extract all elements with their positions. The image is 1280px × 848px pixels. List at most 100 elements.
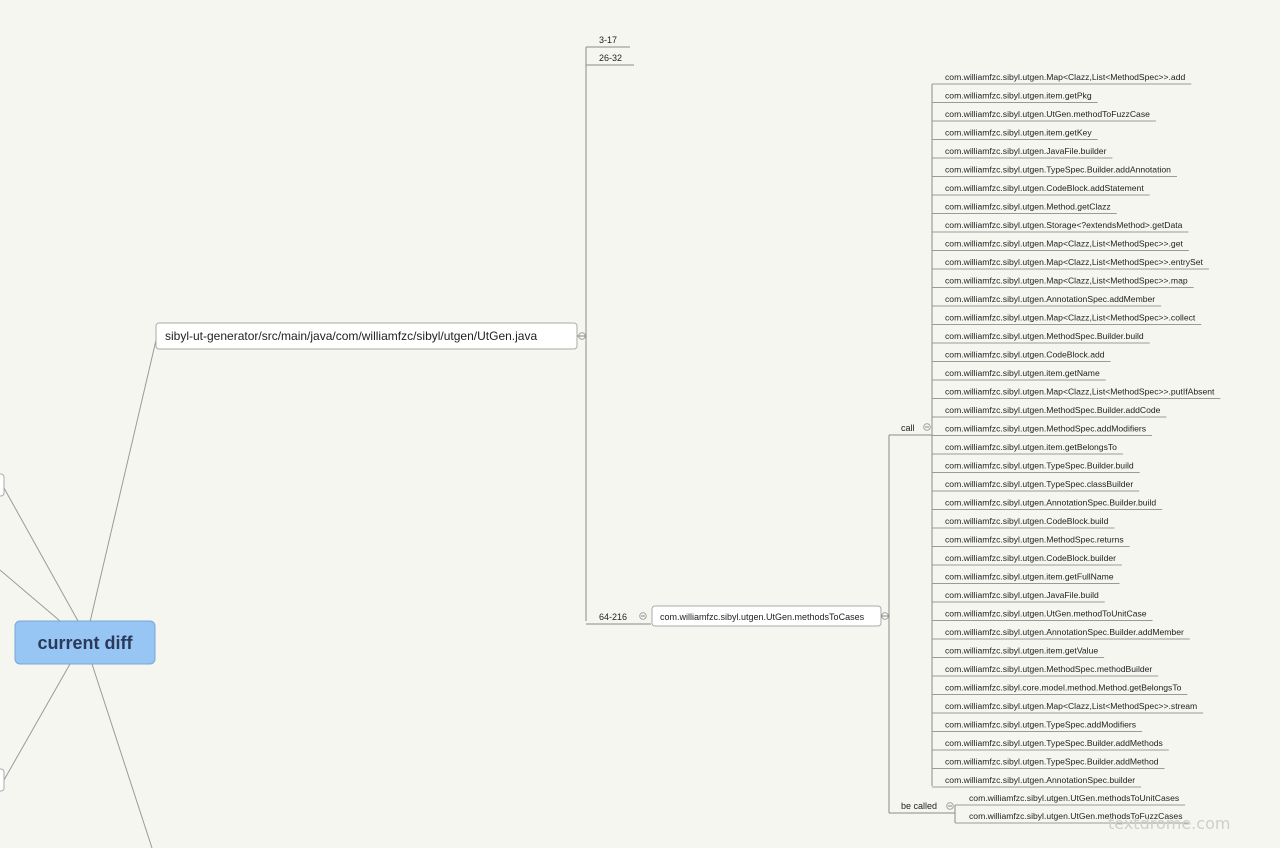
call-item-label: com.williamfzc.sibyl.utgen.MethodSpec.Bu… xyxy=(945,405,1161,415)
call-item-13[interactable]: com.williamfzc.sibyl.utgen.Map<Clazz,Lis… xyxy=(932,313,1202,325)
call-item-8[interactable]: com.williamfzc.sibyl.utgen.Storage<?exte… xyxy=(932,220,1189,233)
becalled-item-0[interactable]: com.williamfzc.sibyl.utgen.UtGen.methods… xyxy=(955,793,1186,806)
call-item-18[interactable]: com.williamfzc.sibyl.utgen.MethodSpec.Bu… xyxy=(932,405,1167,418)
call-item-3[interactable]: com.williamfzc.sibyl.utgen.item.getKey xyxy=(932,128,1098,140)
call-item-38[interactable]: com.williamfzc.sibyl.utgen.AnnotationSpe… xyxy=(932,775,1142,788)
call-item-label: com.williamfzc.sibyl.utgen.item.getName xyxy=(945,368,1100,378)
range-node-64-216[interactable]: 64-216 xyxy=(586,612,651,625)
call-item-label: com.williamfzc.sibyl.utgen.TypeSpec.addM… xyxy=(945,720,1136,730)
file-node[interactable]: sibyl-ut-generator/src/main/java/com/wil… xyxy=(155,322,578,350)
method-node-label: com.williamfzc.sibyl.utgen.UtGen.methods… xyxy=(660,612,865,622)
becalled-item-label: com.williamfzc.sibyl.utgen.UtGen.methods… xyxy=(969,793,1179,803)
call-item-label: com.williamfzc.sibyl.utgen.Map<Clazz,Lis… xyxy=(945,276,1188,286)
call-item-label: com.williamfzc.sibyl.utgen.AnnotationSpe… xyxy=(945,294,1155,304)
call-item-label: com.williamfzc.sibyl.utgen.Map<Clazz,Lis… xyxy=(945,387,1215,397)
call-item-11[interactable]: com.williamfzc.sibyl.utgen.Map<Clazz,Lis… xyxy=(932,276,1194,288)
call-item-6[interactable]: com.williamfzc.sibyl.utgen.CodeBlock.add… xyxy=(932,183,1150,196)
call-item-label: com.williamfzc.sibyl.utgen.CodeBlock.add xyxy=(945,350,1105,360)
call-item-25[interactable]: com.williamfzc.sibyl.utgen.MethodSpec.re… xyxy=(932,535,1130,547)
becalled-item-1[interactable]: com.williamfzc.sibyl.utgen.UtGen.methods… xyxy=(955,811,1189,824)
range-node-3-17[interactable]: 3-17 xyxy=(586,35,630,48)
range-label-26-32: 26-32 xyxy=(599,53,622,63)
call-item-31[interactable]: com.williamfzc.sibyl.utgen.item.getValue xyxy=(932,646,1105,658)
call-item-27[interactable]: com.williamfzc.sibyl.utgen.item.getFullN… xyxy=(932,572,1120,584)
call-item-label: com.williamfzc.sibyl.utgen.CodeBlock.add… xyxy=(945,183,1144,193)
call-item-label: com.williamfzc.sibyl.utgen.Map<Clazz,Lis… xyxy=(945,701,1197,711)
call-item-0[interactable]: com.williamfzc.sibyl.utgen.Map<Clazz,Lis… xyxy=(932,72,1192,85)
offscreen-node-2[interactable] xyxy=(0,768,5,792)
call-item-label: com.williamfzc.sibyl.utgen.TypeSpec.Buil… xyxy=(945,738,1163,748)
call-item-label: com.williamfzc.sibyl.utgen.MethodSpec.Bu… xyxy=(945,331,1144,341)
call-item-label: com.williamfzc.sibyl.utgen.UtGen.methodT… xyxy=(945,109,1150,119)
call-item-label: com.williamfzc.sibyl.utgen.TypeSpec.clas… xyxy=(945,479,1133,489)
call-item-4[interactable]: com.williamfzc.sibyl.utgen.JavaFile.buil… xyxy=(932,146,1113,159)
call-item-label: com.williamfzc.sibyl.utgen.item.getPkg xyxy=(945,91,1092,101)
call-item-23[interactable]: com.williamfzc.sibyl.utgen.AnnotationSpe… xyxy=(932,498,1163,510)
range-label-64-216: 64-216 xyxy=(599,612,627,622)
call-item-label: com.williamfzc.sibyl.utgen.item.getFullN… xyxy=(945,572,1114,582)
call-item-label: com.williamfzc.sibyl.utgen.TypeSpec.Buil… xyxy=(945,461,1134,471)
call-item-20[interactable]: com.williamfzc.sibyl.utgen.item.getBelon… xyxy=(932,442,1123,455)
becalled-collapse-toggle[interactable] xyxy=(946,802,954,810)
call-item-10[interactable]: com.williamfzc.sibyl.utgen.Map<Clazz,Lis… xyxy=(932,257,1209,270)
call-item-30[interactable]: com.williamfzc.sibyl.utgen.AnnotationSpe… xyxy=(932,627,1190,640)
call-item-35[interactable]: com.williamfzc.sibyl.utgen.TypeSpec.addM… xyxy=(932,720,1143,732)
call-item-label: com.williamfzc.sibyl.core.model.method.M… xyxy=(945,683,1182,693)
call-item-36[interactable]: com.williamfzc.sibyl.utgen.TypeSpec.Buil… xyxy=(932,738,1169,751)
call-item-7[interactable]: com.williamfzc.sibyl.utgen.Method.getCla… xyxy=(932,202,1117,214)
call-item-17[interactable]: com.williamfzc.sibyl.utgen.Map<Clazz,Lis… xyxy=(932,387,1221,399)
call-item-label: com.williamfzc.sibyl.utgen.MethodSpec.ad… xyxy=(945,424,1146,434)
call-item-label: com.williamfzc.sibyl.utgen.item.getValue xyxy=(945,646,1098,656)
call-item-label: com.williamfzc.sibyl.utgen.Map<Clazz,Lis… xyxy=(945,313,1196,323)
call-item-26[interactable]: com.williamfzc.sibyl.utgen.CodeBlock.bui… xyxy=(932,553,1122,566)
call-item-12[interactable]: com.williamfzc.sibyl.utgen.AnnotationSpe… xyxy=(932,294,1162,307)
call-item-label: com.williamfzc.sibyl.utgen.AnnotationSpe… xyxy=(945,627,1184,637)
call-item-label: com.williamfzc.sibyl.utgen.MethodSpec.me… xyxy=(945,664,1152,674)
call-item-21[interactable]: com.williamfzc.sibyl.utgen.TypeSpec.Buil… xyxy=(932,461,1140,473)
becalled-node[interactable]: be called xyxy=(889,801,955,814)
call-item-15[interactable]: com.williamfzc.sibyl.utgen.CodeBlock.add xyxy=(932,350,1111,362)
call-item-label: com.williamfzc.sibyl.utgen.MethodSpec.re… xyxy=(945,535,1124,545)
call-item-label: com.williamfzc.sibyl.utgen.CodeBlock.bui… xyxy=(945,553,1116,563)
call-item-37[interactable]: com.williamfzc.sibyl.utgen.TypeSpec.Buil… xyxy=(932,757,1165,769)
call-item-9[interactable]: com.williamfzc.sibyl.utgen.Map<Clazz,Lis… xyxy=(932,239,1189,251)
call-item-22[interactable]: com.williamfzc.sibyl.utgen.TypeSpec.clas… xyxy=(932,479,1140,492)
root-connectors xyxy=(0,335,158,848)
range-node-26-32[interactable]: 26-32 xyxy=(586,53,634,66)
call-item-label: com.williamfzc.sibyl.utgen.TypeSpec.Buil… xyxy=(945,757,1159,767)
call-item-29[interactable]: com.williamfzc.sibyl.utgen.UtGen.methodT… xyxy=(932,609,1153,621)
call-item-16[interactable]: com.williamfzc.sibyl.utgen.item.getName xyxy=(932,368,1106,381)
call-item-1[interactable]: com.williamfzc.sibyl.utgen.item.getPkg xyxy=(932,91,1098,103)
connector-root-offscreen-2 xyxy=(0,569,61,622)
call-item-label: com.williamfzc.sibyl.utgen.TypeSpec.Buil… xyxy=(945,165,1171,175)
call-item-19[interactable]: com.williamfzc.sibyl.utgen.MethodSpec.ad… xyxy=(932,424,1153,436)
call-collapse-toggle[interactable] xyxy=(923,423,931,431)
call-node[interactable]: call xyxy=(889,423,932,436)
call-item-5[interactable]: com.williamfzc.sibyl.utgen.TypeSpec.Buil… xyxy=(932,165,1177,177)
method-node[interactable]: com.williamfzc.sibyl.utgen.UtGen.methods… xyxy=(651,605,882,627)
call-item-2[interactable]: com.williamfzc.sibyl.utgen.UtGen.methodT… xyxy=(932,109,1156,122)
connector-root-offscreen-4 xyxy=(91,663,153,848)
call-item-32[interactable]: com.williamfzc.sibyl.utgen.MethodSpec.me… xyxy=(932,664,1159,677)
call-item-24[interactable]: com.williamfzc.sibyl.utgen.CodeBlock.bui… xyxy=(932,516,1115,529)
root-node-box[interactable] xyxy=(14,620,156,665)
call-item-label: com.williamfzc.sibyl.utgen.Map<Clazz,Lis… xyxy=(945,72,1185,82)
offscreen-node-1[interactable] xyxy=(0,473,5,497)
call-item-33[interactable]: com.williamfzc.sibyl.core.model.method.M… xyxy=(932,683,1188,695)
range-64-216-collapse-toggle[interactable] xyxy=(639,612,647,620)
connector-root-to-file xyxy=(89,335,158,623)
call-item-28[interactable]: com.williamfzc.sibyl.utgen.JavaFile.buil… xyxy=(932,590,1105,603)
call-item-label: com.williamfzc.sibyl.utgen.AnnotationSpe… xyxy=(945,498,1156,508)
call-item-label: com.williamfzc.sibyl.utgen.item.getBelon… xyxy=(945,442,1117,452)
file-node-label: sibyl-ut-generator/src/main/java/com/wil… xyxy=(165,329,537,343)
becalled-item-label: com.williamfzc.sibyl.utgen.UtGen.methods… xyxy=(969,811,1183,821)
call-item-34[interactable]: com.williamfzc.sibyl.utgen.Map<Clazz,Lis… xyxy=(932,701,1204,714)
root-node[interactable]: current diff xyxy=(14,620,156,665)
call-items: com.williamfzc.sibyl.utgen.Map<Clazz,Lis… xyxy=(932,72,1221,788)
range-connectors xyxy=(577,47,587,621)
call-item-label: com.williamfzc.sibyl.utgen.Map<Clazz,Lis… xyxy=(945,257,1204,267)
call-item-14[interactable]: com.williamfzc.sibyl.utgen.MethodSpec.Bu… xyxy=(932,331,1150,344)
call-item-label: com.williamfzc.sibyl.utgen.Storage<?exte… xyxy=(945,220,1183,230)
becalled-label: be called xyxy=(901,801,937,811)
